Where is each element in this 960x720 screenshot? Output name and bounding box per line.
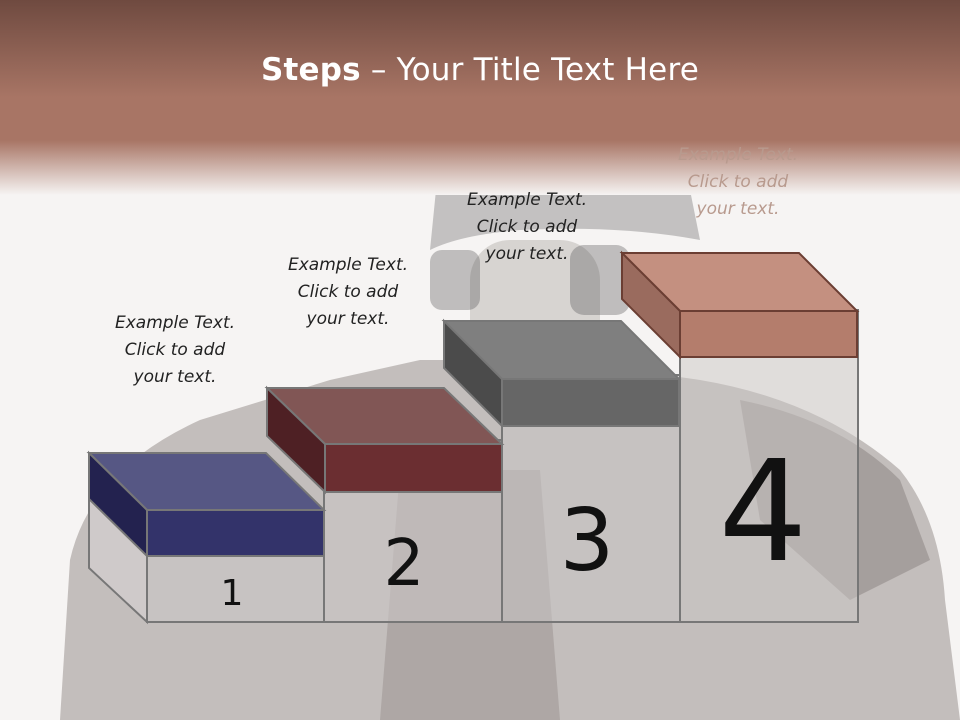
step-4-pedestal — [679, 309, 859, 623]
step-1-caption-line-3: your text. — [133, 367, 217, 387]
step-3-caption-line-1: Example Text. — [466, 190, 588, 210]
step-1-block — [86, 450, 327, 559]
step-3-caption-line-3: your text. — [485, 244, 569, 264]
step-4-caption[interactable]: Example Text. Click to add your text. — [643, 142, 833, 223]
step-number-1: 1 — [221, 573, 244, 614]
step-3-caption[interactable]: Example Text. Click to add your text. — [432, 187, 622, 268]
step-4-caption-line-2: Click to add — [687, 172, 789, 192]
step-2-caption-line-2: Click to add — [297, 282, 399, 302]
step-1-caption[interactable]: Example Text. Click to add your text. — [80, 310, 270, 391]
step-1-caption-line-1: Example Text. — [114, 313, 236, 333]
step-4-caption-line-3: your text. — [696, 199, 780, 219]
step-number-2: 2 — [384, 527, 425, 601]
header-band — [0, 0, 960, 195]
step-2-caption[interactable]: Example Text. Click to add your text. — [253, 252, 443, 333]
step-3-caption-line-2: Click to add — [476, 217, 578, 237]
slide-title-rest: – Your Title Text Here — [360, 52, 699, 88]
step-3-block — [441, 318, 682, 429]
step-4-caption-line-1: Example Text. — [677, 145, 799, 165]
step-1-caption-line-2: Click to add — [124, 340, 226, 360]
step-2-caption-line-1: Example Text. — [287, 255, 409, 275]
step-4-block — [619, 250, 860, 360]
step-number-3: 3 — [560, 491, 615, 591]
step-2-block — [264, 385, 505, 495]
step-number-4: 4 — [718, 431, 807, 594]
step-2-caption-line-3: your text. — [306, 309, 390, 329]
slide-title[interactable]: Steps – Your Title Text Here — [0, 52, 960, 88]
slide-title-bold: Steps — [260, 52, 361, 88]
